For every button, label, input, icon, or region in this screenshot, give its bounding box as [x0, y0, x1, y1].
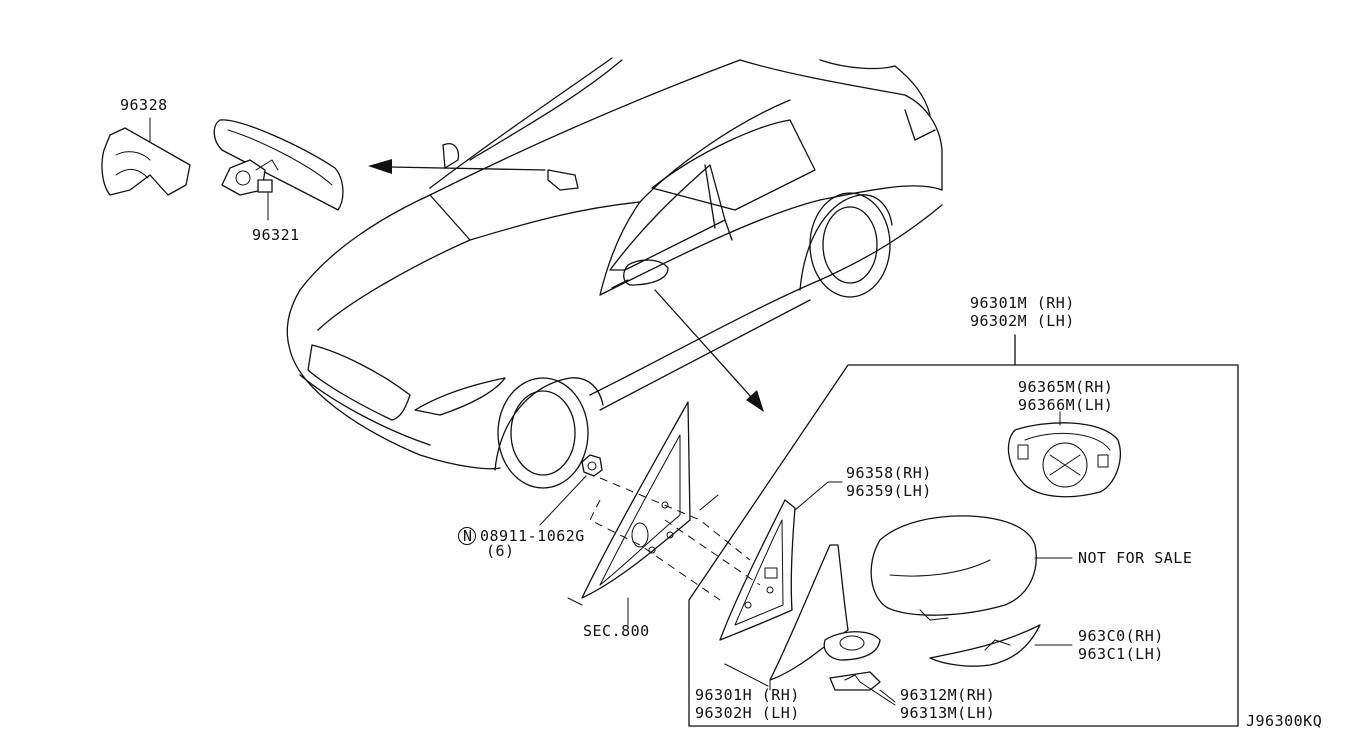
- label-96302h-lh: 96302H (LH): [695, 704, 800, 722]
- label-96359-lh: 96359(LH): [846, 482, 932, 500]
- nut-standard-circle: [458, 527, 476, 545]
- mirror-housing: [870, 515, 1073, 621]
- mirror-cover-963c0: [929, 624, 1073, 667]
- label-nut-prefix: N: [463, 527, 473, 545]
- door-corner-panel: [581, 401, 691, 626]
- label-nut-code: 08911-1062G: [480, 527, 585, 545]
- arrow-to-door-mirror: [654, 289, 764, 412]
- label-96301h-rh: 96301H (RH): [695, 686, 800, 704]
- label-96366m-lh: 96366M(LH): [1018, 396, 1113, 414]
- label-not-for-sale: NOT FOR SALE: [1078, 549, 1192, 567]
- leader-lines: [827, 481, 896, 703]
- diagram-id: J96300KQ: [1246, 712, 1322, 730]
- label-nut-qty: (6): [486, 542, 515, 560]
- arrow-to-inner-mirror: [368, 159, 546, 174]
- mirror-cover-96328: [101, 117, 191, 196]
- label-963c0-rh: 963C0(RH): [1078, 627, 1164, 645]
- alignment-dashed-lines: [567, 477, 761, 606]
- nut-08911: [539, 454, 603, 526]
- label-963c1-lh: 963C1(LH): [1078, 645, 1164, 663]
- label-96302m-lh: 96302M (LH): [970, 312, 1075, 330]
- corner-finisher-96358: [719, 481, 829, 641]
- assembly-box: [688, 334, 1239, 727]
- label-96365m-rh: 96365M(RH): [1018, 378, 1113, 396]
- mirror-bracket-96301h: [724, 544, 881, 691]
- car-illustration: [286, 57, 943, 489]
- label-96358-rh: 96358(RH): [846, 464, 932, 482]
- label-96312m-rh: 96312M(RH): [900, 686, 995, 704]
- label-96313m-lh: 96313M(LH): [900, 704, 995, 722]
- label-sec800: SEC.800: [583, 622, 650, 640]
- mirror-base-96312m: [829, 671, 896, 706]
- mirror-glass-96365m: [1007, 411, 1121, 498]
- rearview-mirror-96321: [213, 119, 344, 221]
- label-96328: 96328: [120, 96, 168, 114]
- label-96321: 96321: [252, 226, 300, 244]
- label-96301m-rh: 96301M (RH): [970, 294, 1075, 312]
